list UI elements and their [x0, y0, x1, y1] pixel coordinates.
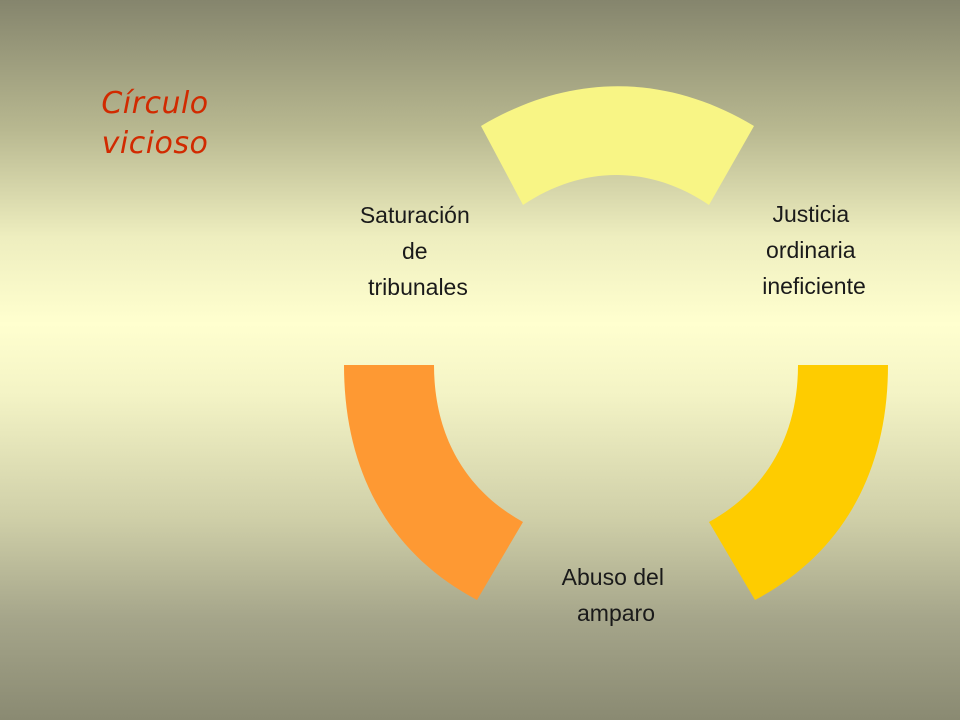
label-abuso-line-2: amparo: [577, 600, 655, 626]
label-justicia-line-2: ordinaria: [766, 237, 856, 263]
label-abuso-line-1: Abuso del: [562, 564, 664, 590]
top-arc-segment: [481, 86, 754, 205]
label-justicia-ordinaria-ineficiente: Justicia ordinaria ineficiente: [762, 201, 866, 299]
diagram-title: Círculo vicioso: [60, 84, 250, 164]
left-arc-segment: [344, 365, 523, 600]
title-line-1: Círculo: [101, 86, 209, 121]
label-abuso-del-amparo: Abuso del amparo: [562, 564, 671, 626]
label-saturacion-line-3: tribunales: [368, 274, 468, 300]
label-justicia-line-1: Justicia: [772, 201, 849, 227]
label-saturacion-de-tribunales: Saturación de tribunales: [360, 202, 476, 300]
label-saturacion-line-2: de: [402, 238, 428, 264]
label-justicia-line-3: ineficiente: [762, 273, 866, 299]
right-arc-segment: [709, 365, 888, 600]
title-line-2: vicioso: [101, 126, 209, 161]
label-saturacion-line-1: Saturación: [360, 202, 470, 228]
